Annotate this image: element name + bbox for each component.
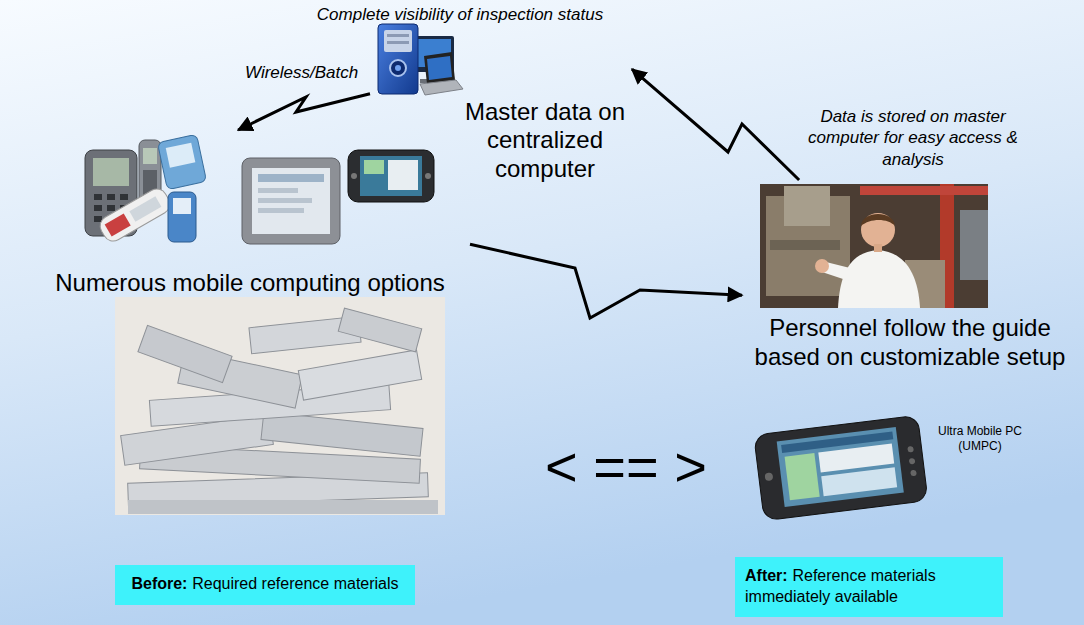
node-text: Master data on centralized computer	[458, 98, 632, 184]
binders-photo-part	[298, 350, 421, 400]
mobile-devices-part	[96, 185, 173, 245]
mobile-devices-part	[348, 150, 434, 202]
mobile-devices-part	[85, 150, 137, 236]
mobile-devices-part	[388, 160, 418, 190]
mobile-devices-part	[107, 194, 115, 200]
personnel-photo	[760, 184, 988, 308]
binders-photo-part	[128, 500, 438, 514]
binders-photo	[115, 297, 445, 515]
connector-arrow	[470, 244, 742, 318]
computer-icon-part	[395, 65, 401, 71]
mobile-devices-part	[173, 198, 191, 214]
mobile-devices-part	[107, 205, 115, 211]
mobile-devices-part	[258, 174, 324, 182]
comparison-arrow-text: < == >	[545, 432, 707, 502]
mobile-devices-part	[168, 192, 196, 242]
box-heading: Before:	[131, 575, 187, 592]
edge-note: Wireless/Batch	[245, 62, 358, 83]
mobile-devices-part	[252, 168, 330, 234]
mobile-devices-part	[258, 188, 298, 193]
umpc-device-part	[754, 415, 928, 520]
computer-icon-part	[390, 60, 406, 76]
computer-icon-part	[384, 30, 412, 52]
mobile-devices-part	[157, 134, 206, 189]
computer-icon-part	[378, 24, 418, 94]
computer-icon-part	[424, 52, 455, 84]
node-text: Numerous mobile computing options	[55, 269, 445, 298]
mobile-devices-part	[351, 173, 357, 179]
mobile-devices-part	[258, 198, 312, 203]
mobile-devices-part	[143, 148, 157, 164]
computer-icon-part	[420, 80, 463, 95]
mobile-devices-part	[157, 134, 206, 189]
personnel-photo-part	[960, 210, 988, 280]
personnel-photo-part	[760, 184, 988, 308]
personnel-photo-part	[860, 186, 988, 195]
connector-arrow	[238, 94, 370, 130]
connector-arrow	[632, 69, 799, 180]
computer-icon-part	[387, 41, 409, 44]
mobile-devices-part	[360, 156, 422, 196]
personnel-photo-part	[861, 213, 895, 247]
personnel-photo-part	[815, 259, 829, 273]
umpc-device-part	[910, 470, 917, 477]
mobile-devices-part	[120, 194, 128, 200]
mobile-devices-part	[94, 205, 102, 211]
mobile-devices-part	[96, 185, 173, 245]
mobile-devices-part	[105, 213, 131, 236]
personnel-photo-part	[784, 186, 830, 226]
node-text: Required reference materials	[192, 575, 398, 592]
umpc-device-part	[909, 458, 916, 465]
personnel-photo-part	[770, 240, 840, 250]
umpc-device-part	[907, 446, 914, 453]
computer-icon-part	[427, 56, 452, 80]
personnel-photo-part	[861, 214, 895, 226]
device-label: Ultra Mobile PC (UMPC)	[928, 424, 1032, 454]
mobile-devices-part	[242, 158, 340, 244]
umpc-device-part	[777, 427, 904, 507]
binders-photo-part	[261, 412, 423, 457]
mobile-devices-part	[93, 158, 129, 186]
mobile-devices-part	[129, 196, 161, 221]
before-box: Before: Required reference materials	[115, 565, 415, 605]
umpc-device-part	[785, 453, 820, 500]
mobile-devices-part	[425, 173, 431, 179]
mobile-devices-part	[364, 160, 384, 174]
device-group: Numerous mobile computing options	[30, 130, 470, 298]
computer-icon-part	[387, 34, 409, 37]
mobile-devices-part	[258, 208, 304, 213]
binders-photo-part	[338, 308, 421, 352]
binders-photo-part	[138, 325, 232, 382]
storage-note: Data is stored on master computer for ea…	[802, 106, 1024, 170]
umpc-device-part	[821, 467, 897, 496]
personnel-photo-part	[874, 244, 882, 252]
computer-icon	[378, 24, 463, 95]
umpc-device	[754, 415, 928, 520]
mobile-devices-part	[94, 194, 102, 200]
binders-photo-part	[115, 297, 445, 515]
mobile-devices-part	[166, 143, 196, 168]
mobile-devices	[85, 134, 434, 244]
box-heading: After:	[745, 567, 788, 584]
computer-node: Master data on centralized computer	[370, 20, 632, 184]
umpc-device-part	[818, 444, 894, 473]
caption-note: Complete visibility of inspection status	[225, 4, 695, 25]
umpc-device-part	[764, 472, 773, 481]
node-text: Personnel follow the guide based on cust…	[742, 314, 1078, 372]
personnel-node: Personnel follow the guide based on cust…	[742, 180, 1078, 372]
after-box: After:Reference materials immediately av…	[735, 557, 1003, 617]
